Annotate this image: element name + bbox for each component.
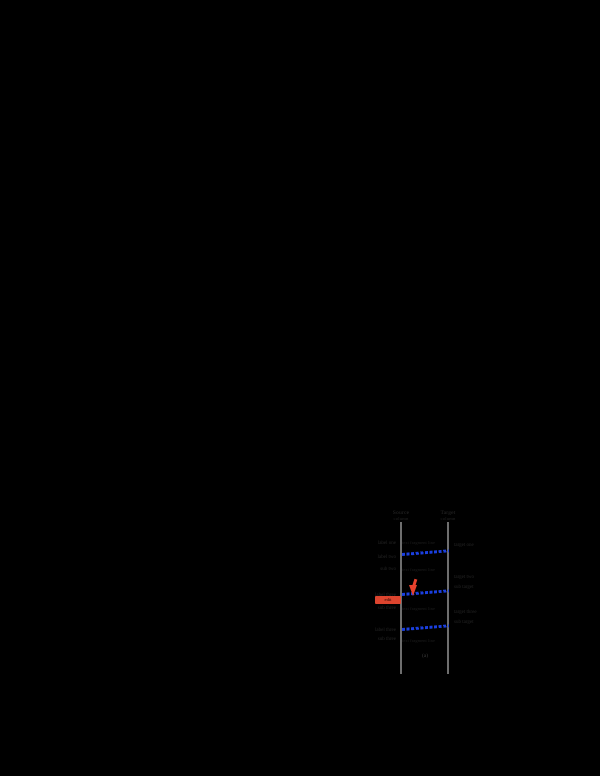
highlight-chip-label: edit [384,597,392,602]
mapping-diagram: Source column Target column text fragmen… [330,505,550,685]
row-label-right-sub: sub target [454,585,474,590]
row-label-right: target two [454,575,475,580]
column-header-right: Target column [425,510,471,522]
text-fragment: text fragment line [402,638,436,643]
column-header-left: Source column [378,510,424,522]
annotation-arrow-icon [409,585,417,596]
column-header-right-subtitle: column [440,516,456,522]
text-fragment: text fragment line [402,606,436,611]
row-label-left: label one [377,541,396,546]
column-header-right-title: Target [440,510,456,516]
row-label-left-sub: sub three [377,606,396,611]
connector-line [401,624,449,631]
row-label-right: target three [454,610,477,615]
row-label-right-sub: sub target [454,620,474,625]
blank-scan-region [0,0,600,505]
column-header-left-subtitle: column [393,516,409,522]
row-label-left-bottom: label three [375,628,396,633]
axis-line-left [400,522,402,674]
row-label-right: target one [454,543,474,548]
text-fragment: text fragment line [402,567,436,572]
axis-line-right [447,522,449,674]
column-header-left-title: Source [392,510,410,516]
text-fragment: text fragment line [402,540,436,545]
row-label-left-bottom-sub: sub three [377,637,396,642]
figure-caption: (a) [421,653,429,659]
connector-line [401,549,449,556]
row-label-left: label three [334,593,396,599]
row-label-left: sub two [380,567,396,572]
row-label-left-sub: label two [377,555,396,560]
highlight-chip[interactable]: edit [375,596,401,604]
